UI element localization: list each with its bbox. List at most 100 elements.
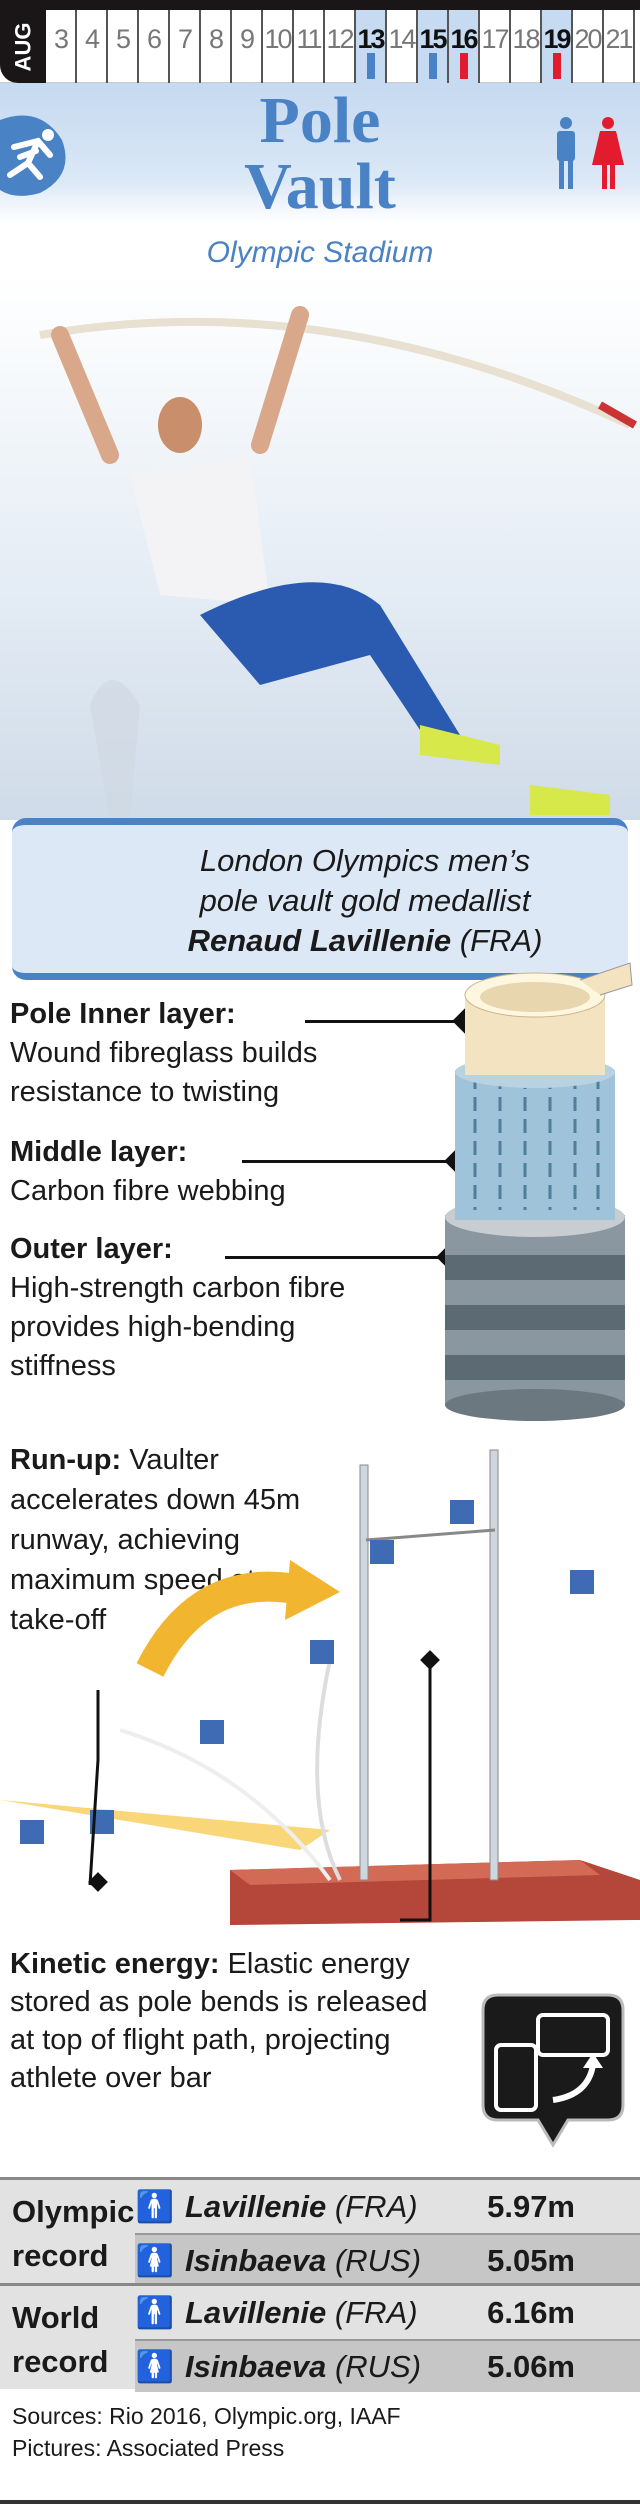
women-event-marker: [553, 53, 561, 79]
calendar-day: 17: [480, 10, 511, 83]
caption-line: London Olympics men’s: [199, 843, 531, 878]
pictures-credit: Pictures: Associated Press: [12, 2435, 285, 2461]
day-number: 9: [239, 24, 255, 54]
male-icon: 🚹: [135, 2189, 175, 2224]
holder-country: (RUS): [334, 2348, 422, 2384]
kinetic-description: Elastic energy stored as pole bends is r…: [10, 1948, 428, 2094]
record-holder: Isinbaeva (RUS): [175, 2349, 465, 2385]
record-label-line: record: [12, 2238, 109, 2273]
record-holder: Lavillenie (FRA): [175, 2295, 465, 2331]
kinetic-title: Kinetic energy:: [10, 1948, 220, 1980]
layer-middle: Middle layer: Carbon fibre webbing: [10, 1133, 410, 1211]
day-number: 8: [208, 24, 224, 54]
record-value: 5.97m: [487, 2188, 575, 2224]
record-holder: Isinbaeva (RUS): [175, 2243, 465, 2279]
holder-country: (RUS): [334, 2242, 422, 2278]
leader-line: [225, 1256, 445, 1259]
page-title: Pole Vault: [0, 88, 640, 220]
day-number: 13: [357, 24, 385, 54]
footer-credits: Sources: Rio 2016, Olympic.org, IAAF Pic…: [12, 2400, 401, 2464]
leader-line: [242, 1160, 452, 1163]
layer-title: Pole Inner layer:: [10, 998, 236, 1030]
athlete-photo: [0, 275, 640, 820]
bottom-rule: [0, 2500, 640, 2504]
holder-country: (FRA): [334, 2294, 418, 2330]
holder-name: Lavillenie: [185, 2188, 327, 2224]
male-icon: 🚹: [135, 2295, 175, 2330]
calendar-day: 21: [604, 10, 635, 83]
calendar-day: 18: [511, 10, 542, 83]
record-row: 🚹Lavillenie (FRA)5.97m: [135, 2180, 640, 2233]
men-event-marker: [367, 53, 375, 79]
calendar-day: 19: [542, 10, 573, 83]
leader-line: [305, 1020, 460, 1023]
athlete-name: Renaud Lavillenie: [187, 923, 452, 958]
pole-cross-section: [445, 962, 633, 1421]
calendar-day: 12: [325, 10, 356, 83]
layer-title: Outer layer:: [10, 1233, 173, 1265]
layer-outer: Outer layer: High-strength carbon fibre p…: [10, 1230, 355, 1386]
holder-name: Lavillenie: [185, 2294, 327, 2330]
month-label: AUG: [0, 10, 46, 83]
top-bar: [0, 0, 640, 10]
title-band: [0, 83, 640, 223]
layer-title: Middle layer:: [10, 1136, 188, 1168]
record-label: Olympic record: [12, 2190, 134, 2278]
day-number: 10: [264, 24, 292, 54]
caption-athlete: Renaud Lavillenie (FRA): [102, 921, 628, 961]
venue: Olympic Stadium: [206, 236, 434, 269]
sources-text: Sources: Rio 2016, Olympic.org, IAAF: [12, 2403, 401, 2429]
record-value: 5.05m: [487, 2242, 575, 2278]
record-holder: Lavillenie (FRA): [175, 2189, 465, 2225]
record-label-line: World: [12, 2300, 100, 2335]
day-number: 5: [115, 24, 131, 54]
day-number: 6: [146, 24, 162, 54]
day-number: 16: [450, 24, 478, 54]
athletics-icon: [0, 115, 66, 196]
calendar-day: 5: [108, 10, 139, 83]
layer-text: High-strength carbon fibre provides high…: [10, 1272, 346, 1382]
holder-country: (FRA): [334, 2188, 418, 2224]
mobile-rotate-icon[interactable]: [478, 1990, 628, 2165]
record-row: 🚺Isinbaeva (RUS) 5.05m: [135, 2233, 640, 2286]
female-icon: 🚺: [135, 2349, 175, 2384]
layer-inner: Pole Inner layer: Wound fibreglass builds…: [10, 995, 410, 1112]
record-label: World record: [12, 2296, 108, 2384]
day-number: 14: [388, 24, 416, 54]
day-number: 21: [605, 24, 633, 54]
day-number: 15: [419, 24, 447, 54]
men-event-marker: [429, 53, 437, 79]
female-icon: 🚺: [135, 2243, 175, 2278]
layer-text: Wound fibreglass builds resistance to tw…: [10, 1037, 318, 1108]
calendar-day: 15: [418, 10, 449, 83]
calendar-day: 10: [263, 10, 294, 83]
record-value: 6.16m: [487, 2294, 575, 2330]
calendar-day: 16: [449, 10, 480, 83]
day-number: 19: [543, 24, 571, 54]
layer-text: Carbon fibre webbing: [10, 1175, 286, 1207]
calendar-day: 20: [573, 10, 604, 83]
women-event-marker: [460, 53, 468, 79]
record-row: 🚹Lavillenie (FRA)6.16m: [135, 2286, 640, 2339]
title-line-2: Vault: [244, 150, 396, 223]
athlete-country: (FRA): [459, 923, 543, 958]
calendar-day: 13: [356, 10, 387, 83]
record-label-line: Olympic: [12, 2194, 135, 2229]
title-line-1: Pole: [259, 84, 381, 157]
calendar-day: 4: [77, 10, 108, 83]
calendar-day: 11: [294, 10, 325, 83]
record-row: 🚺Isinbaeva (RUS)5.06m: [135, 2339, 640, 2392]
day-number: 11: [296, 24, 322, 54]
calendar-day: 8: [201, 10, 232, 83]
vault-sequence-diagram: [0, 1449, 640, 1925]
day-number: 17: [481, 24, 509, 54]
day-number: 12: [326, 24, 354, 54]
calendar-day: 9: [232, 10, 263, 83]
day-number: 4: [84, 24, 100, 54]
day-number: 7: [177, 24, 193, 54]
record-label-line: record: [12, 2344, 109, 2379]
